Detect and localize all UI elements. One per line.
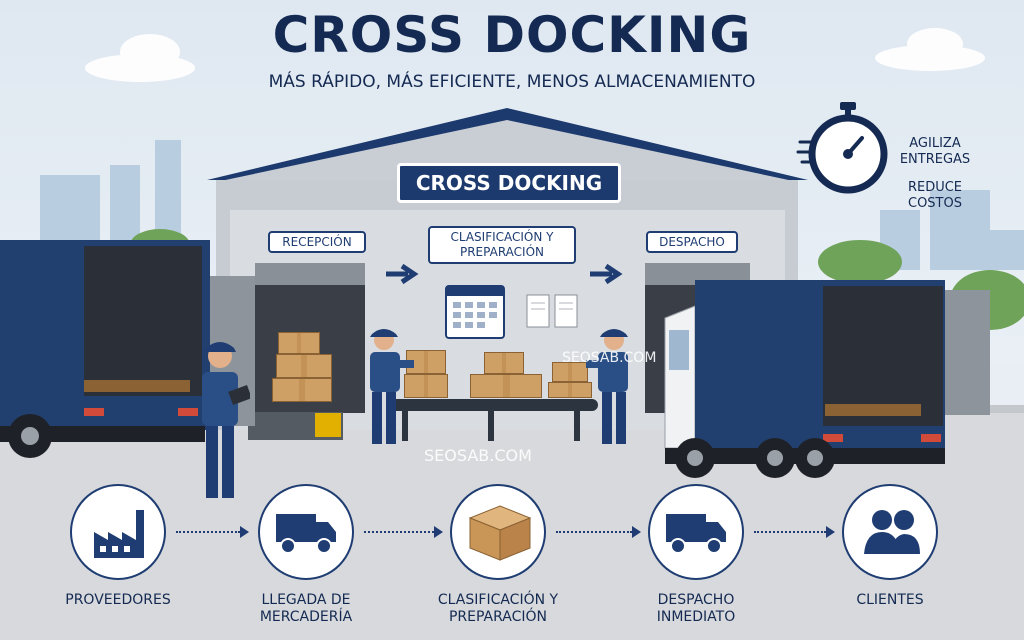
- truck-icon: [666, 514, 726, 554]
- truck-right: [664, 280, 990, 478]
- factory-icon: [94, 510, 144, 558]
- warehouse-sign: CROSS DOCKING: [397, 163, 621, 203]
- watermark: SEOSAB.COM: [424, 446, 532, 465]
- step-circle-arrival: [258, 484, 354, 580]
- flow-connector: [364, 531, 434, 533]
- step-circle-clients: [842, 484, 938, 580]
- flow-arrow-icon: [590, 263, 623, 285]
- truck-icon: [276, 514, 336, 554]
- flow-connector: [556, 531, 632, 533]
- worker-with-tablet: [202, 342, 250, 498]
- worker-loading: [370, 329, 414, 444]
- stopwatch-icon: [796, 102, 888, 194]
- page-title: CROSS DOCKING: [272, 6, 752, 64]
- zone-label-reception: RECEPCIÓN: [268, 231, 366, 253]
- box-icon: [468, 505, 532, 561]
- documents-icon: [526, 294, 578, 328]
- people-icon: [864, 510, 920, 554]
- step-circle-suppliers: [70, 484, 166, 580]
- cargo-box: [276, 354, 332, 378]
- cargo-box: [272, 378, 332, 402]
- worker-sorting: [586, 329, 628, 444]
- cargo-box: [406, 350, 446, 374]
- step-circle-dispatch: [648, 484, 744, 580]
- cargo-box: [404, 374, 448, 398]
- cargo-box: [278, 332, 320, 354]
- flow-arrow-icon: [386, 263, 419, 285]
- step-label-suppliers: PROVEEDORES: [65, 592, 171, 608]
- step-label-sorting: CLASIFICACIÓN Y PREPARACIÓN: [437, 592, 559, 625]
- step-label-clients: CLIENTES: [856, 592, 924, 608]
- cargo-box: [552, 362, 588, 382]
- cargo-box: [470, 374, 542, 398]
- cargo-box: [548, 382, 592, 398]
- benefit-cost: REDUCE COSTOS: [907, 180, 963, 211]
- arrow-right-icon: [240, 526, 249, 538]
- cargo-box: [484, 352, 524, 374]
- watermark: SEOSAB.COM: [562, 350, 657, 366]
- conveyor-belt: [388, 399, 598, 441]
- step-label-dispatch: DESPACHO INMEDIATO: [656, 592, 736, 625]
- benefit-speed: AGILIZA ENTREGAS: [899, 136, 971, 167]
- page-subtitle: MÁS RÁPIDO, MÁS EFICIENTE, MENOS ALMACEN…: [268, 72, 756, 92]
- arrow-right-icon: [632, 526, 641, 538]
- flow-connector: [754, 531, 826, 533]
- truck-left: [0, 240, 255, 458]
- flow-connector: [176, 531, 240, 533]
- zone-label-sorting: CLASIFICACIÓN Y PREPARACIÓN: [428, 226, 576, 264]
- step-circle-sorting: [450, 484, 546, 580]
- arrow-right-icon: [826, 526, 835, 538]
- zone-label-dispatch: DESPACHO: [646, 231, 738, 253]
- step-label-arrival: LLEGADA DE MERCADERÍA: [259, 592, 353, 625]
- arrow-right-icon: [434, 526, 443, 538]
- calendar-icon: [445, 285, 505, 339]
